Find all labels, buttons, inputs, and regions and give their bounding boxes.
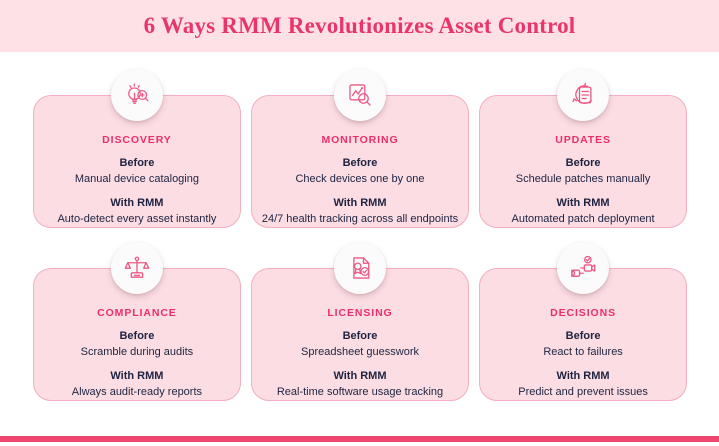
before-label: Before: [565, 330, 601, 342]
icon-badge-monitoring: [333, 69, 386, 121]
icon-badge-decisions: [557, 242, 610, 294]
refresh-checklist-icon: [569, 81, 597, 109]
balance-scale-icon: [123, 254, 151, 282]
before-label: Before: [565, 157, 601, 169]
with-rmm-label: With RMM: [110, 369, 164, 382]
before-label: Before: [342, 330, 378, 342]
card-title: LICENSING: [327, 307, 393, 319]
before-value: Check devices one by one: [295, 172, 425, 185]
icon-badge-compliance: [110, 242, 163, 294]
before-value: Manual device cataloging: [74, 172, 199, 185]
with-rmm-block: With RMM Predict and prevent issues: [518, 369, 648, 401]
bottom-accent-bar: [0, 436, 719, 442]
card-title: UPDATES: [555, 134, 611, 146]
with-rmm-block: With RMM 24/7 health tracking across all…: [262, 196, 458, 228]
with-rmm-block: With RMM Real-time software usage tracki…: [277, 369, 443, 401]
before-block: Before React to failures: [543, 329, 622, 361]
with-rmm-value: Real-time software usage tracking: [276, 385, 444, 398]
header-band: 6 Ways RMM Revolutionizes Asset Control: [0, 0, 719, 52]
before-block: Before Check devices one by one: [295, 156, 424, 188]
before-block: Before Spreadsheet guesswork: [301, 329, 419, 361]
card-title: DISCOVERY: [102, 134, 172, 146]
card-title: COMPLIANCE: [97, 307, 177, 319]
with-rmm-block: With RMM Automated patch deployment: [512, 196, 655, 228]
before-value: Scramble during audits: [80, 345, 194, 358]
with-rmm-label: With RMM: [556, 196, 610, 209]
with-rmm-value: 24/7 health tracking across all endpoint…: [261, 212, 459, 225]
with-rmm-label: With RMM: [333, 369, 387, 382]
card-title: MONITORING: [321, 134, 399, 146]
benefit-card-grid: DISCOVERY Before Manual device catalogin…: [33, 69, 687, 401]
before-label: Before: [342, 157, 378, 169]
with-rmm-value: Auto-detect every asset instantly: [57, 212, 217, 225]
before-label: Before: [119, 330, 155, 342]
card-title: DECISIONS: [550, 307, 616, 319]
card-licensing[interactable]: LICENSING Before Spreadsheet guesswork W…: [250, 242, 470, 401]
with-rmm-label: With RMM: [110, 196, 164, 209]
with-rmm-value: Automated patch deployment: [511, 212, 655, 225]
card-monitoring[interactable]: MONITORING Before Check devices one by o…: [250, 69, 470, 228]
with-rmm-value: Always audit-ready reports: [71, 385, 203, 398]
before-block: Before Schedule patches manually: [516, 156, 651, 188]
before-block: Before Scramble during audits: [81, 329, 194, 361]
lightbulb-magnifier-icon: [123, 81, 151, 109]
card-decisions[interactable]: DECISIONS Before React to failures With …: [479, 242, 687, 401]
with-rmm-block: With RMM Auto-detect every asset instant…: [57, 196, 216, 228]
before-label: Before: [119, 157, 155, 169]
card-updates[interactable]: UPDATES Before Schedule patches manually…: [479, 69, 687, 228]
icon-badge-discovery: [110, 69, 163, 121]
with-rmm-block: With RMM Always audit-ready reports: [72, 369, 202, 401]
with-rmm-label: With RMM: [333, 196, 387, 209]
card-discovery[interactable]: DISCOVERY Before Manual device catalogin…: [33, 69, 241, 228]
before-block: Before Manual device cataloging: [75, 156, 199, 188]
certificate-check-icon: [346, 254, 374, 282]
analytics-magnifier-icon: [346, 81, 374, 109]
decision-arrows-icon: [569, 254, 597, 282]
before-value: React to failures: [543, 345, 623, 358]
before-value: Spreadsheet guesswork: [300, 345, 419, 358]
before-value: Schedule patches manually: [515, 172, 651, 185]
page-title: 6 Ways RMM Revolutionizes Asset Control: [143, 13, 576, 38]
with-rmm-label: With RMM: [556, 369, 610, 382]
icon-badge-updates: [557, 69, 610, 121]
with-rmm-value: Predict and prevent issues: [518, 385, 648, 398]
card-compliance[interactable]: COMPLIANCE Before Scramble during audits…: [33, 242, 241, 401]
icon-badge-licensing: [333, 242, 386, 294]
